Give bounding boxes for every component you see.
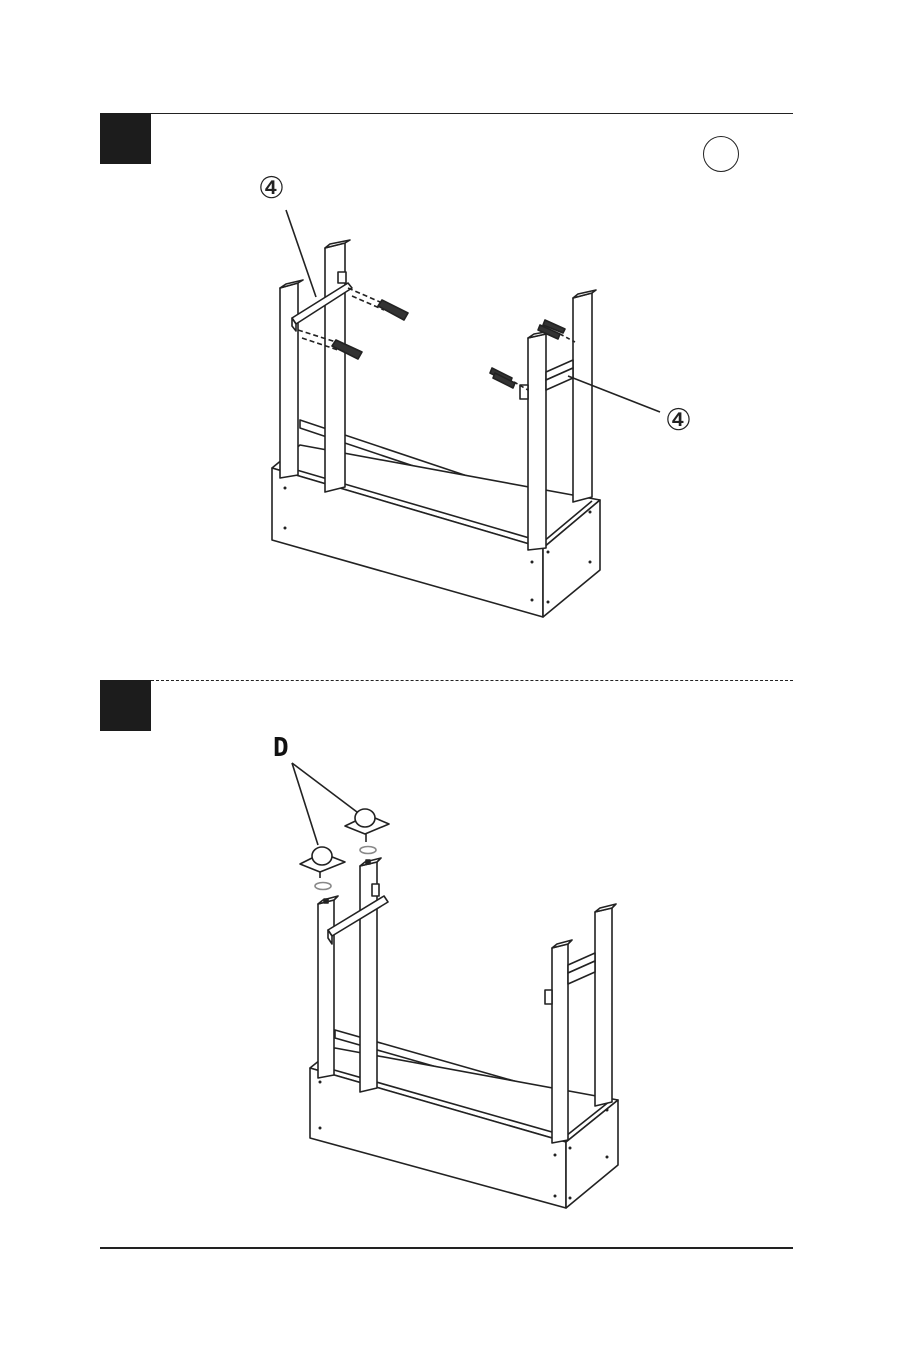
part-4-callout-left: ④ bbox=[258, 174, 285, 204]
part-d-label: D bbox=[273, 733, 289, 763]
part-4-callout-right: ④ bbox=[665, 406, 692, 436]
